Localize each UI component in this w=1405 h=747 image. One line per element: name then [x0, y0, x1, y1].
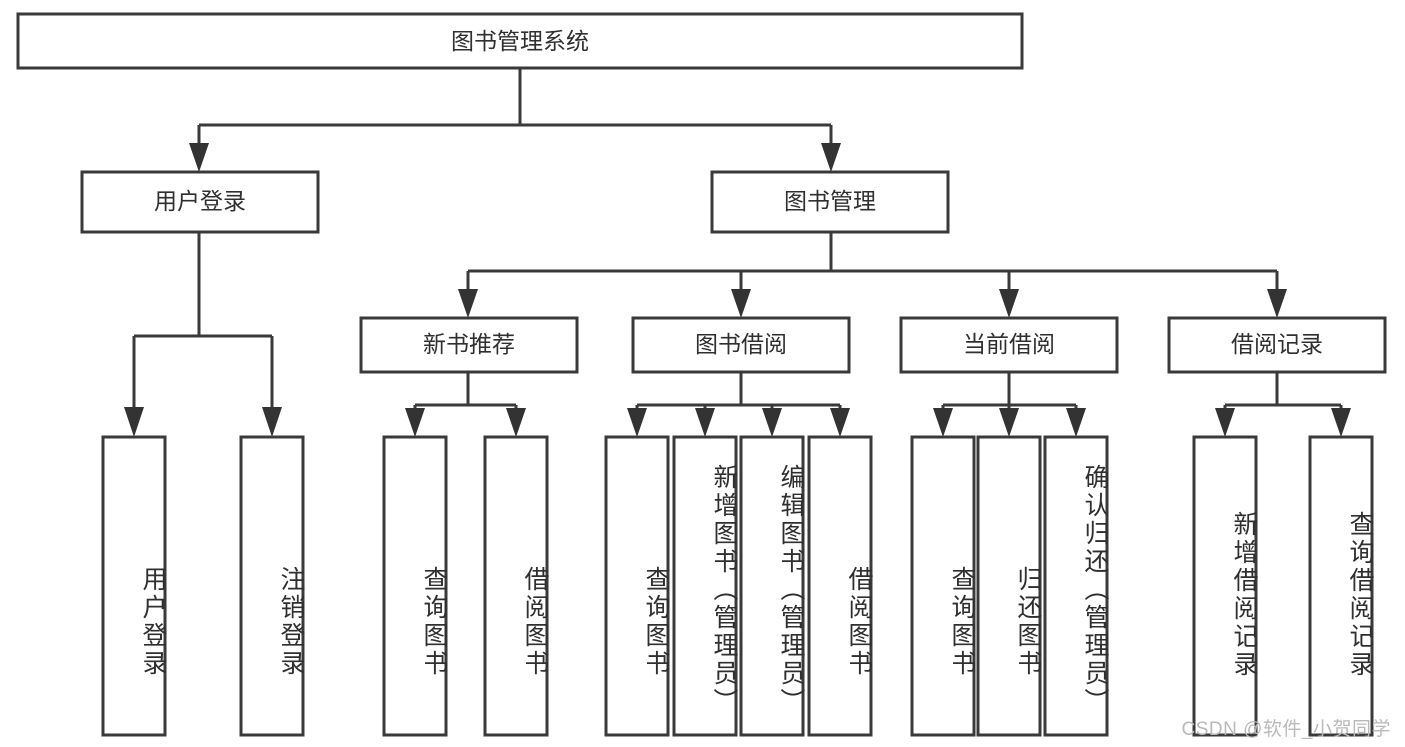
leaf-query-book-1-box[interactable]	[382, 435, 448, 737]
root-node-label: 图书管理系统	[451, 28, 589, 54]
arrowhead-leaf-confirm-return-admin	[1066, 408, 1086, 437]
arrowhead-borrow-record	[1267, 289, 1287, 318]
arrowhead-current-borrow	[999, 289, 1019, 318]
leaf-query-book-2-box[interactable]	[604, 435, 670, 737]
arrowhead-leaf-query-borrow-record	[1331, 408, 1351, 437]
arrowhead-leaf-borrow-book-2	[830, 408, 850, 437]
leaf-user-login-box[interactable]	[101, 435, 167, 737]
arrowhead-user-login	[189, 143, 209, 172]
leaf-add-book-admin-box[interactable]	[672, 435, 738, 737]
node-root-book-management-system[interactable]: 图书管理系统	[16, 12, 1024, 70]
book-borrow-label: 图书借阅	[695, 331, 787, 357]
connector-group-book-borrow	[627, 372, 850, 437]
arrowhead-leaf-logout-login	[262, 407, 282, 437]
connector-group-book-management	[458, 232, 1287, 318]
leaf-return-book-box[interactable]	[976, 435, 1042, 737]
arrowhead-leaf-return-book	[999, 408, 1019, 437]
leaf-add-borrow-record-box[interactable]	[1192, 435, 1258, 737]
borrow-record-box[interactable]	[1167, 316, 1387, 374]
arrowhead-leaf-query-book-2	[627, 408, 647, 437]
node-new-book-recommend[interactable]: 新书推荐	[359, 316, 579, 374]
leaf-borrow-book-1-box[interactable]	[483, 435, 549, 737]
leaf-edit-book-admin-box[interactable]	[739, 435, 805, 737]
leaf-logout-login-box[interactable]	[239, 435, 305, 737]
current-borrow-label: 当前借阅	[963, 331, 1055, 357]
arrowhead-leaf-edit-book-admin	[762, 408, 782, 437]
leaf-query-borrow-record-box[interactable]	[1308, 435, 1374, 737]
new-book-recommend-box[interactable]	[359, 316, 579, 374]
current-borrow-box[interactable]	[899, 316, 1119, 374]
user-login-box[interactable]	[80, 170, 320, 234]
node-current-borrow[interactable]: 当前借阅	[899, 316, 1119, 374]
arrowhead-new-book-recommend	[458, 289, 478, 318]
connector-group-current-borrow	[933, 372, 1086, 437]
leaf-query-book-3-box[interactable]	[910, 435, 976, 737]
csdn-watermark: CSDN @软件_小贺同学	[1181, 719, 1391, 740]
arrowhead-leaf-user-login	[124, 407, 144, 437]
connector-group-root	[189, 68, 841, 172]
arrowhead-leaf-add-borrow-record	[1215, 408, 1235, 437]
connector-group-new-book-recommend	[405, 372, 526, 437]
leaf-boxes-group	[101, 435, 1374, 737]
node-book-management[interactable]: 图书管理	[710, 170, 950, 234]
arrowhead-leaf-query-book-3	[933, 408, 953, 437]
connector-group-user-login	[124, 232, 282, 437]
connector-group-borrow-record	[1215, 372, 1351, 437]
root-node-box[interactable]	[16, 12, 1024, 70]
leaf-confirm-return-admin-box[interactable]	[1043, 435, 1109, 737]
arrowhead-leaf-query-book-1	[405, 408, 425, 437]
book-management-label: 图书管理	[784, 188, 876, 214]
arrowhead-leaf-add-book-admin	[695, 408, 715, 437]
borrow-record-label: 借阅记录	[1231, 331, 1323, 357]
user-login-label: 用户登录	[154, 188, 246, 214]
node-user-login[interactable]: 用户登录	[80, 170, 320, 234]
node-book-borrow[interactable]: 图书借阅	[631, 316, 851, 374]
arrowhead-book-borrow	[731, 289, 751, 318]
arrowhead-book-management	[821, 143, 841, 172]
leaf-borrow-book-2-box[interactable]	[807, 435, 873, 737]
book-management-box[interactable]	[710, 170, 950, 234]
arrowhead-leaf-borrow-book-1	[506, 408, 526, 437]
node-borrow-record[interactable]: 借阅记录	[1167, 316, 1387, 374]
new-book-recommend-label: 新书推荐	[423, 331, 515, 357]
book-borrow-box[interactable]	[631, 316, 851, 374]
